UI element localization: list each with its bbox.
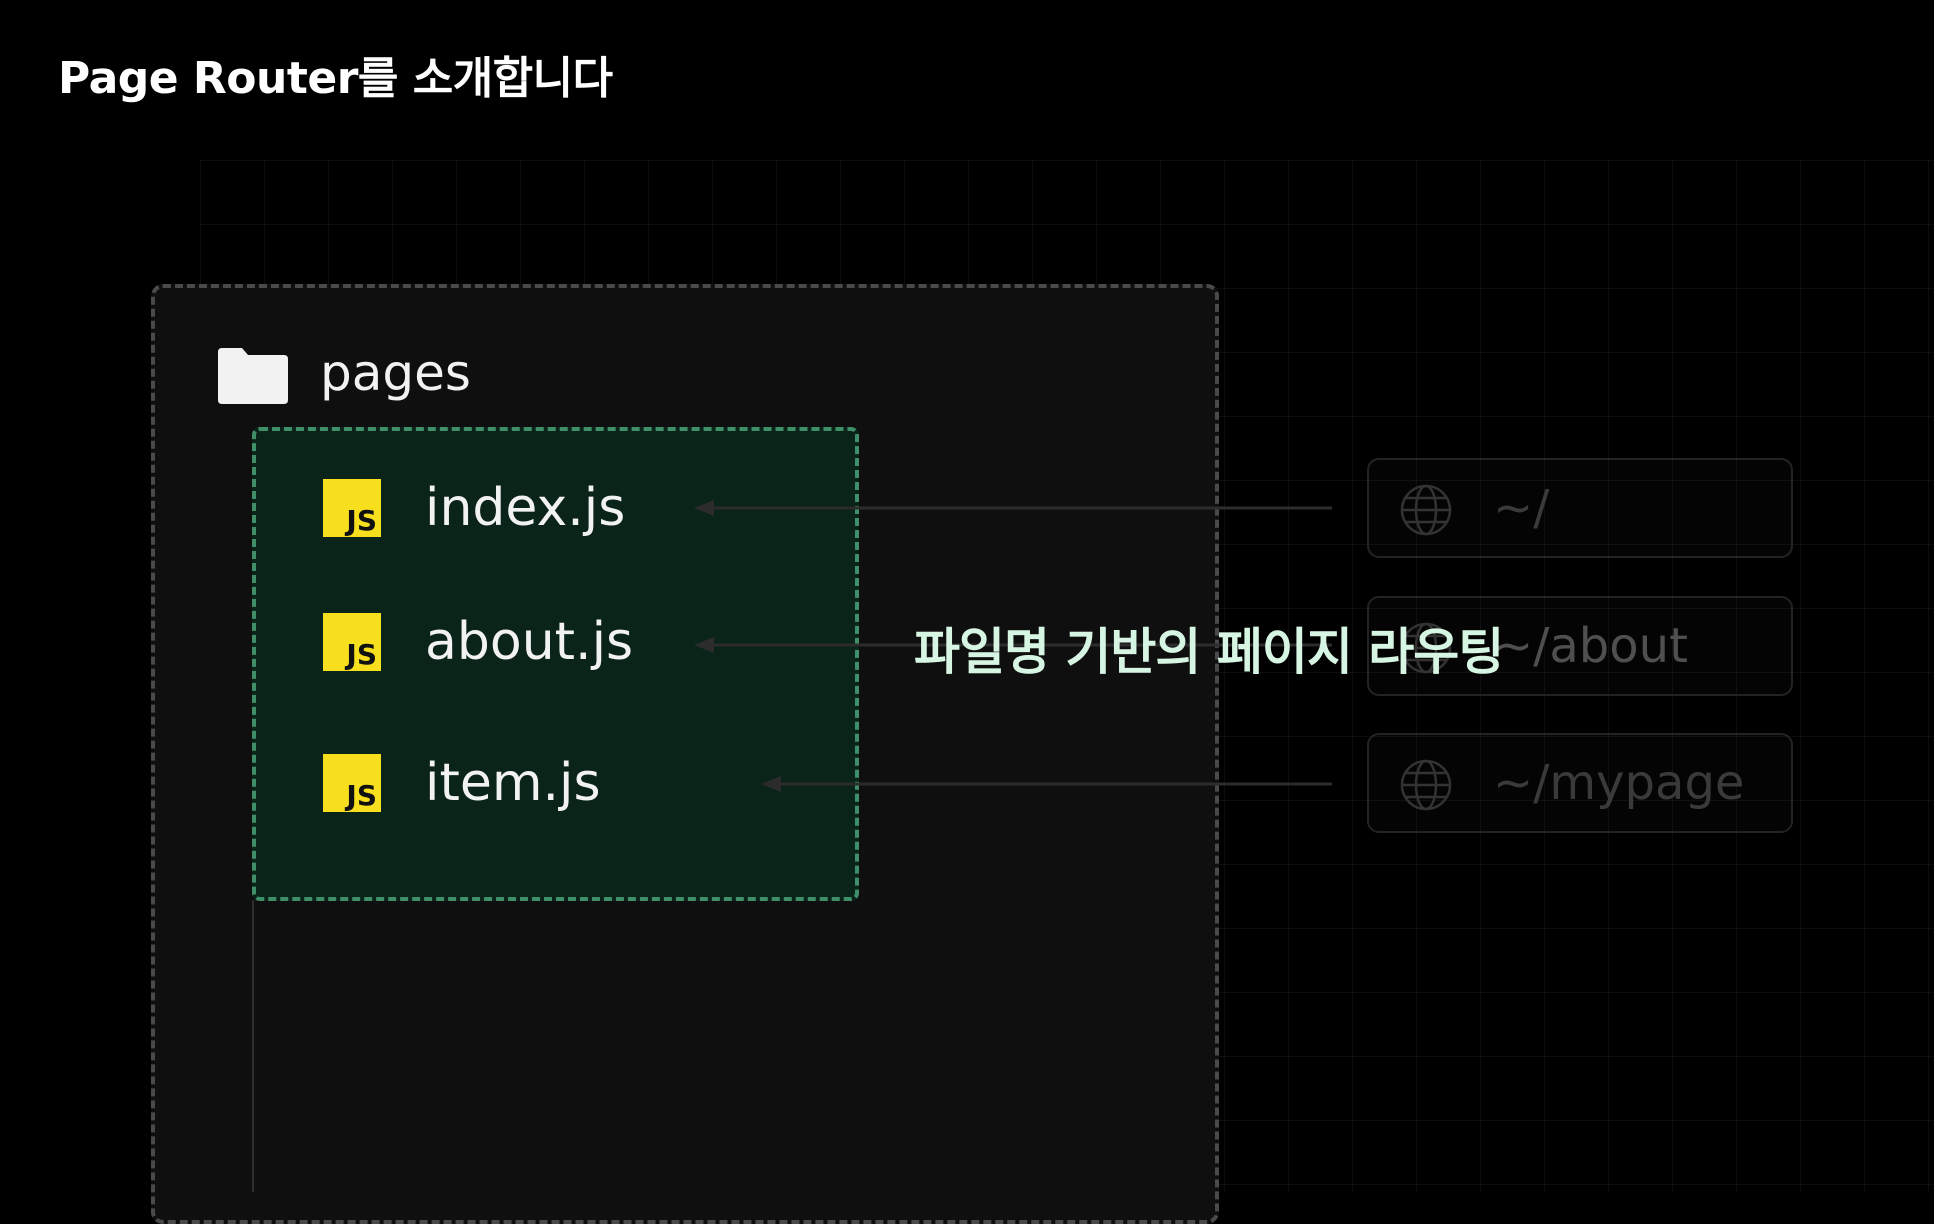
route-box-mypage[interactable]: ~/mypage [1367,733,1793,833]
route-path: ~/ [1493,480,1550,536]
js-icon: JS [323,479,381,537]
route-box-about[interactable]: ~/about [1367,596,1793,696]
file-item-index[interactable]: JS index.js [323,478,625,538]
file-item-about[interactable]: JS about.js [323,612,633,672]
arrowhead-about [694,637,714,653]
caption: 파일명 기반의 페이지 라우팅 [914,623,1504,681]
globe-icon [1400,622,1452,674]
globe-icon [1400,759,1452,811]
route-box-root[interactable]: ~/ [1367,458,1793,558]
globe-icon [1400,484,1452,536]
arrowhead-index [694,500,714,516]
js-icon: JS [323,613,381,671]
tree-line [252,900,254,1192]
route-arrows [694,500,1332,792]
folder-label: pages [320,344,471,402]
file-name: item.js [425,753,601,813]
route-path: ~/about [1493,618,1688,674]
folder-icon [218,348,288,404]
file-name: index.js [425,478,626,538]
file-item-item[interactable]: JS item.js [323,753,601,813]
file-name: about.js [425,612,634,672]
arrowhead-mypage [761,776,781,792]
page-title: Page Router를 소개합니다 [58,53,613,104]
route-path: ~/mypage [1493,755,1745,811]
js-icon: JS [323,754,381,812]
